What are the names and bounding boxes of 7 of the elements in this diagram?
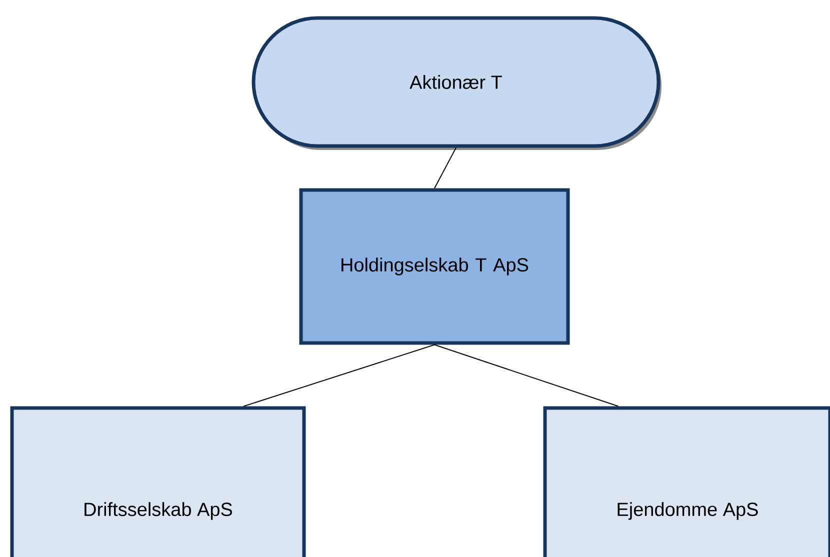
rounded-box: Aktionær T [252,16,662,150]
box: Holdingselskab T ApS [299,188,570,345]
box: Ejendomme ApS [543,406,830,557]
connector-line [434,344,619,407]
connector-line [243,344,435,407]
box: Driftsselskab ApS [10,406,306,557]
connector-line [434,147,456,189]
